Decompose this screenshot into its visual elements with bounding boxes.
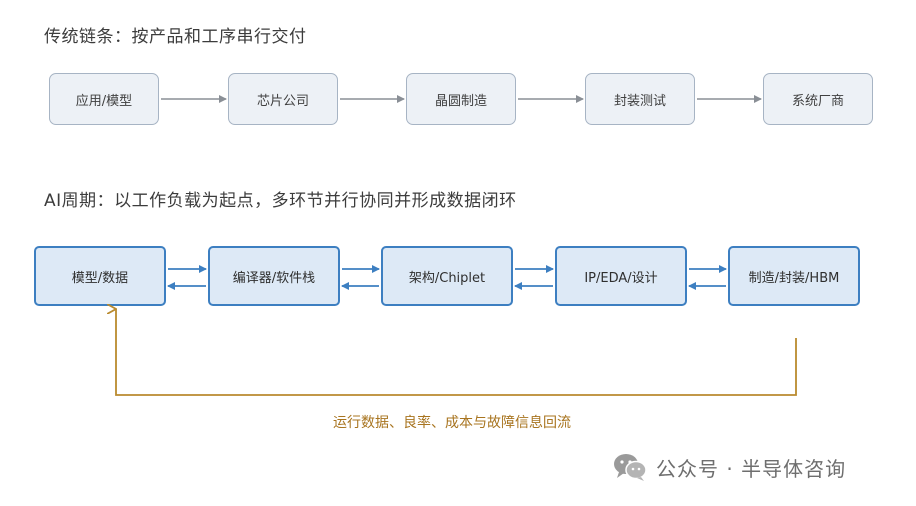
node-fab-packaging-hbm: 制造/封装/HBM — [728, 246, 860, 306]
feedback-label: 运行数据、良率、成本与故障信息回流 — [333, 415, 571, 431]
node-ip-eda-design: IP/EDA/设计 — [555, 246, 687, 306]
watermark-text: 公众号 · 半导体咨询 — [656, 456, 847, 481]
traditional-chain-title: 传统链条：按产品和工序串行交付 — [44, 27, 307, 47]
node-model-data: 模型/数据 — [34, 246, 166, 306]
ai-cycle-title: AI周期：以工作负载为起点，多环节并行协同并形成数据闭环 — [44, 191, 517, 211]
node-packaging-test: 封装测试 — [585, 73, 695, 125]
node-application-model: 应用/模型 — [49, 73, 159, 125]
watermark: 公众号 · 半导体咨询 — [612, 452, 846, 482]
wechat-icon — [614, 454, 647, 481]
node-system-vendor: 系统厂商 — [763, 73, 873, 125]
feedback-loop-arrow — [116, 309, 797, 396]
node-wafer-fab: 晶圆制造 — [406, 73, 516, 125]
node-compiler-software-stack: 编译器/软件栈 — [208, 246, 340, 306]
node-chip-company: 芯片公司 — [228, 73, 338, 125]
node-architecture-chiplet: 架构/Chiplet — [381, 246, 513, 306]
